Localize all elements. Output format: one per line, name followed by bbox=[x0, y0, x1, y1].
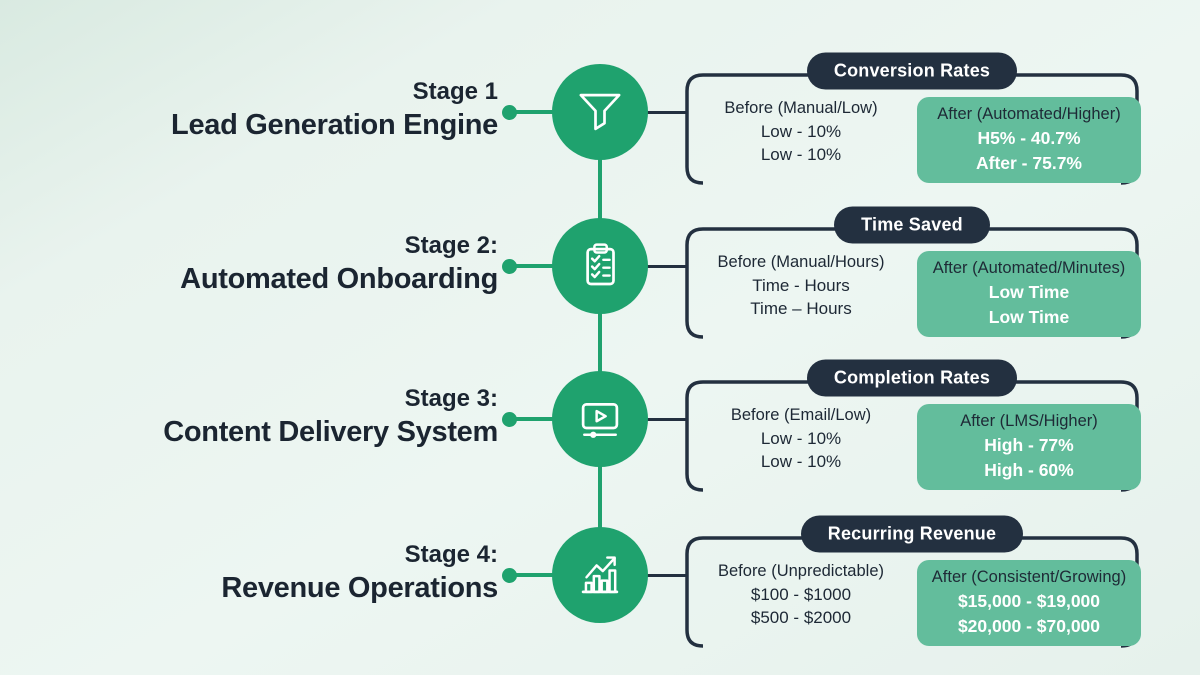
stage-name: Lead Generation Engine bbox=[171, 109, 498, 141]
stage-name: Revenue Operations bbox=[221, 572, 498, 604]
stage-label: Stage 1 bbox=[412, 78, 498, 105]
after-value: High - 77% bbox=[984, 435, 1074, 455]
metric-pill-wrap: Conversion Rates bbox=[683, 52, 1141, 108]
metric-pill: Completion Rates bbox=[806, 359, 1018, 397]
connector-dot bbox=[502, 259, 517, 274]
before-value: Low - 10% bbox=[760, 429, 842, 448]
stage-node bbox=[552, 527, 648, 623]
stage-title-block: Stage 4: Revenue Operations bbox=[0, 539, 498, 606]
before-value: Time - Hours bbox=[752, 276, 850, 295]
before-panel: Before (Manual/Low) Low - 10% Low - 10% bbox=[688, 97, 914, 166]
connector-line-dark bbox=[644, 418, 688, 421]
metric-pill: Conversion Rates bbox=[806, 52, 1018, 90]
connector-dot bbox=[502, 568, 517, 583]
metric-pill: Time Saved bbox=[834, 206, 990, 244]
stage-title-block: Stage 2: Automated Onboarding bbox=[0, 230, 498, 297]
connector-line-green bbox=[510, 264, 558, 268]
stage-row-2: Stage 2: Automated Onboarding After (Aut… bbox=[0, 206, 1200, 378]
stage-row-1: Stage 1 Lead Generation Engine After (Au… bbox=[0, 52, 1200, 224]
before-panel: Before (Email/Low) Low - 10% Low - 10% bbox=[688, 404, 914, 473]
connector-dot bbox=[502, 412, 517, 427]
after-title: After (Automated/Minutes) bbox=[932, 259, 1126, 277]
stage-label: Stage 3: bbox=[404, 385, 498, 412]
stage-label: Stage 2: bbox=[404, 232, 498, 259]
stage-node bbox=[552, 218, 648, 314]
before-title: Before (Unpredictable) bbox=[718, 562, 884, 580]
stage-row-4: Stage 4: Revenue Operations After (Consi… bbox=[0, 515, 1200, 675]
connector-dot bbox=[502, 105, 517, 120]
after-value: High - 60% bbox=[984, 460, 1074, 480]
connector-line-green bbox=[510, 573, 558, 577]
before-value: Low - 10% bbox=[760, 145, 842, 164]
stage-node bbox=[552, 64, 648, 160]
before-panel: Before (Manual/Hours) Time - Hours Time … bbox=[688, 251, 914, 320]
stage-name: Automated Onboarding bbox=[180, 263, 498, 295]
stage-connector-vertical-line bbox=[598, 112, 602, 573]
after-value: Low Time bbox=[988, 307, 1070, 327]
metric-pill-wrap: Time Saved bbox=[683, 206, 1141, 262]
video-player-icon bbox=[581, 403, 619, 438]
before-panel: Before (Unpredictable) $100 - $1000 $500… bbox=[688, 560, 914, 629]
before-title: Before (Manual/Low) bbox=[724, 99, 878, 117]
after-title: After (Automated/Higher) bbox=[937, 105, 1121, 123]
stage-title-block: Stage 1 Lead Generation Engine bbox=[0, 76, 498, 143]
before-value: Low - 10% bbox=[760, 122, 842, 141]
after-value: After - 75.7% bbox=[975, 153, 1082, 173]
after-panel: After (LMS/Higher) High - 77% High - 60% bbox=[917, 404, 1141, 490]
after-value: H5% - 40.7% bbox=[977, 128, 1081, 148]
before-value: $500 - $2000 bbox=[750, 608, 852, 627]
connector-line-green bbox=[510, 417, 558, 421]
stage-row-3: Stage 3: Content Delivery System After (… bbox=[0, 359, 1200, 531]
stage-node bbox=[552, 371, 648, 467]
before-value: Low - 10% bbox=[760, 452, 842, 471]
after-panel: After (Automated/Minutes) Low Time Low T… bbox=[917, 251, 1141, 337]
metric-pill: Recurring Revenue bbox=[800, 515, 1024, 553]
connector-line-green bbox=[510, 110, 558, 114]
before-title: Before (Email/Low) bbox=[730, 406, 872, 424]
after-value: $20,000 - $70,000 bbox=[957, 616, 1101, 636]
before-value: $100 - $1000 bbox=[750, 585, 852, 604]
stage-name: Content Delivery System bbox=[163, 416, 498, 448]
after-value: Low Time bbox=[988, 282, 1070, 302]
after-title: After (Consistent/Growing) bbox=[931, 568, 1127, 586]
stage-title-block: Stage 3: Content Delivery System bbox=[0, 383, 498, 450]
after-panel: After (Automated/Higher) H5% - 40.7% Aft… bbox=[917, 97, 1141, 183]
after-value: $15,000 - $19,000 bbox=[957, 591, 1101, 611]
connector-line-dark bbox=[644, 265, 688, 268]
metric-pill-wrap: Completion Rates bbox=[683, 359, 1141, 415]
connector-line-dark bbox=[644, 574, 688, 577]
connector-line-dark bbox=[644, 111, 688, 114]
funnel-icon bbox=[579, 93, 621, 131]
metric-pill-wrap: Recurring Revenue bbox=[683, 515, 1141, 571]
growth-chart-icon bbox=[581, 556, 619, 594]
before-value: Time – Hours bbox=[750, 299, 852, 318]
before-title: Before (Manual/Hours) bbox=[717, 253, 885, 271]
after-title: After (LMS/Higher) bbox=[960, 412, 1098, 430]
after-panel: After (Consistent/Growing) $15,000 - $19… bbox=[917, 560, 1141, 646]
stage-label: Stage 4: bbox=[404, 541, 498, 568]
checklist-clipboard-icon bbox=[586, 243, 615, 286]
